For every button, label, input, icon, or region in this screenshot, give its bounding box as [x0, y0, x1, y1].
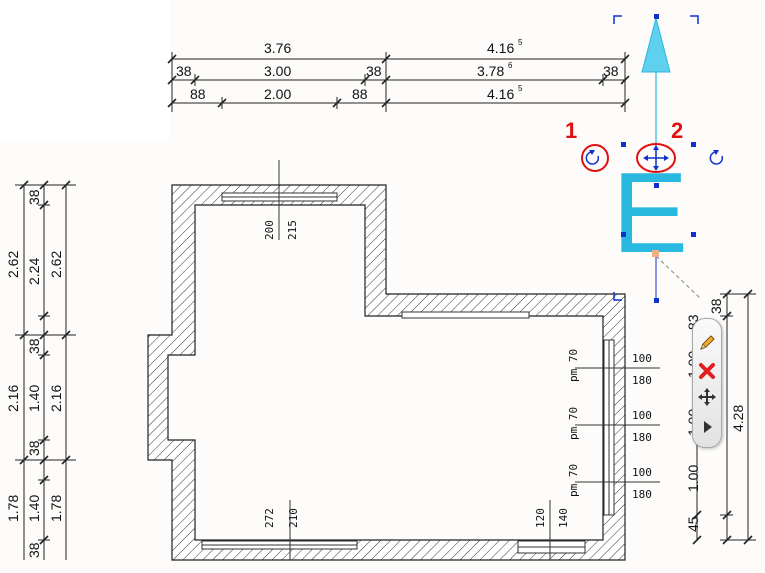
north-arrow-letter[interactable]: E: [612, 150, 688, 277]
annotation-marker-2: 2: [636, 118, 683, 173]
right-window-1-height: 180: [632, 374, 652, 387]
top-dimension-labels: 3.76 4.16 5 38 3.00 38 3.78 6 38 88 2.00…: [176, 38, 619, 102]
anchor-handle[interactable]: [652, 250, 659, 257]
right-window-3-width: 100: [632, 466, 652, 479]
north-arrow-pointer[interactable]: [641, 16, 671, 73]
blank-area: [0, 0, 170, 140]
selection-handles[interactable]: [621, 14, 696, 303]
dim-left-mid-7: 38: [26, 542, 42, 558]
dim-left-mid-3: 38: [26, 338, 42, 354]
expand-arrow-icon[interactable]: [696, 417, 718, 439]
dim-top-2d: 3.78: [477, 63, 504, 79]
dim-top-3a: 88: [190, 86, 206, 102]
left-dimension-labels: 2.62 2.16 1.78 38 2.24 38 1.40 38 1.40 3…: [5, 189, 64, 558]
top-window-height: 215: [286, 220, 299, 240]
right-window-1-width: 100: [632, 352, 652, 365]
delete-icon[interactable]: [696, 361, 718, 383]
right-dimensions: [692, 289, 756, 545]
dim-top-1a: 3.76: [264, 40, 291, 56]
bottom-door-width: 120: [534, 508, 547, 528]
dim-left-inner-2: 2.16: [48, 385, 64, 412]
bottom-window[interactable]: 272 210: [201, 500, 358, 560]
move-icon[interactable]: [696, 387, 718, 409]
dim-left-mid-5: 38: [26, 440, 42, 456]
dim-top-2c: 38: [366, 63, 382, 79]
dim-right-mid-5: 1.00: [685, 465, 701, 492]
dim-right-total: 4.28: [730, 405, 746, 432]
dim-top-2b: 3.00: [264, 63, 291, 79]
annotation-marker-1: 1: [565, 118, 609, 172]
right-window-2-width: 100: [632, 409, 652, 422]
rotate-icon[interactable]: [709, 150, 724, 165]
rotate-icon[interactable]: [585, 150, 600, 165]
dim-left-mid-1: 38: [26, 189, 42, 205]
bottom-door[interactable]: 120 140: [517, 500, 586, 560]
dim-right-mid-6: 45: [685, 516, 701, 532]
pencil-icon[interactable]: [696, 333, 718, 355]
dim-left-mid-2: 2.24: [26, 258, 42, 285]
top-window[interactable]: 200 215: [221, 160, 338, 240]
dim-top-2e: 38: [603, 63, 619, 79]
dim-top-3c: 88: [352, 86, 368, 102]
right-window-2-label: pm 70: [567, 407, 580, 440]
bottom-door-height: 140: [557, 508, 570, 528]
right-window-3-label: pm 70: [567, 464, 580, 497]
dim-left-outer-2: 2.16: [5, 385, 21, 412]
right-window-2-height: 180: [632, 431, 652, 444]
dim-top-1b: 4.16: [487, 40, 514, 56]
dim-top-1b-sup: 5: [518, 38, 523, 47]
context-toolbar: [692, 318, 722, 448]
top-window-width: 200: [263, 220, 276, 240]
dim-left-inner-3: 1.78: [48, 495, 64, 522]
dim-top-3d: 4.16: [487, 86, 514, 102]
bottom-window-width: 272: [263, 508, 276, 528]
left-dimensions: [15, 180, 76, 560]
move-icon[interactable]: [643, 145, 669, 171]
dim-left-mid-4: 1.40: [26, 385, 42, 412]
right-window-3-height: 180: [632, 488, 652, 501]
dim-top-3d-sup: 5: [518, 84, 523, 93]
dim-right-mid-1: 38: [708, 298, 724, 314]
dim-left-outer-1: 2.62: [5, 251, 21, 278]
walls: [147, 184, 626, 561]
bottom-window-height: 210: [287, 508, 300, 528]
top-dimensions: [167, 52, 630, 112]
right-windows[interactable]: pm 70 100 180 pm 70 100 180 pm 70 100 18…: [567, 339, 660, 516]
inner-window[interactable]: [401, 311, 530, 319]
dim-top-2a: 38: [176, 63, 192, 79]
annotation-marker-1-label: 1: [565, 118, 577, 143]
annotation-marker-2-label: 2: [671, 118, 683, 143]
dim-top-2d-sup: 6: [508, 61, 513, 70]
right-window-1-label: pm 70: [567, 349, 580, 382]
dim-top-3b: 2.00: [264, 86, 291, 102]
dim-left-mid-6: 1.40: [26, 495, 42, 522]
dim-left-inner-1: 2.62: [48, 251, 64, 278]
dim-left-outer-3: 1.78: [5, 495, 21, 522]
